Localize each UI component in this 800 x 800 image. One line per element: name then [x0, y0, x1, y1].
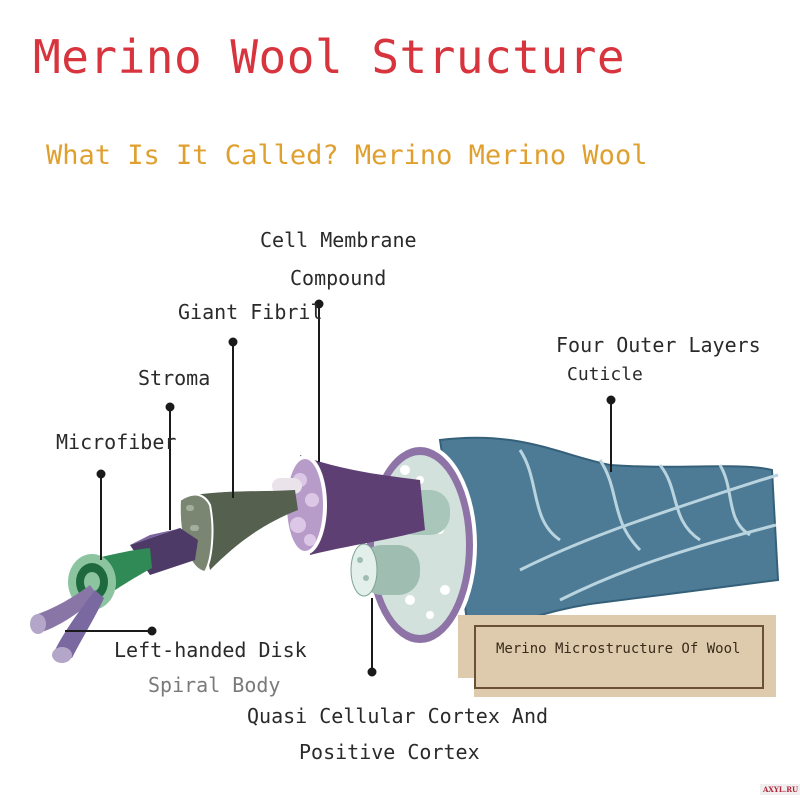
cuticle-layer	[438, 436, 780, 642]
giant-fibril-cone	[178, 490, 298, 574]
label-stroma: Stroma	[138, 366, 211, 390]
caption-frame	[474, 625, 764, 689]
caption-box	[458, 615, 776, 697]
subtitle: What Is It Called? Merino Merino Wool	[46, 140, 648, 171]
cell-membrane-tube	[272, 455, 425, 555]
watermark: AXYL.RU	[760, 784, 800, 795]
label-cortex-line2: Positive Cortex	[299, 740, 480, 764]
label-cortex-line1: Quasi Cellular Cortex And	[247, 704, 549, 728]
label-left-handed-disk: Left-handed Disk	[114, 638, 307, 662]
leader-lines	[65, 299, 616, 677]
page-title: Merino Wool Structure	[33, 30, 626, 84]
label-cell-membrane-compound: Compound	[290, 266, 387, 290]
label-cell-membrane: Cell Membrane	[260, 228, 417, 252]
caption-text: Merino Microstructure Of Wool	[496, 641, 741, 657]
label-cuticle: Cuticle	[567, 364, 643, 385]
label-giant-fibril: Giant Fibril	[178, 300, 323, 324]
label-microfiber: Microfiber	[56, 430, 177, 454]
caption-notch	[440, 678, 474, 700]
label-four-outer-layers: Four Outer Layers	[556, 333, 761, 357]
spiral-body-strands	[30, 585, 104, 663]
label-spiral-body: Spiral Body	[148, 673, 281, 697]
